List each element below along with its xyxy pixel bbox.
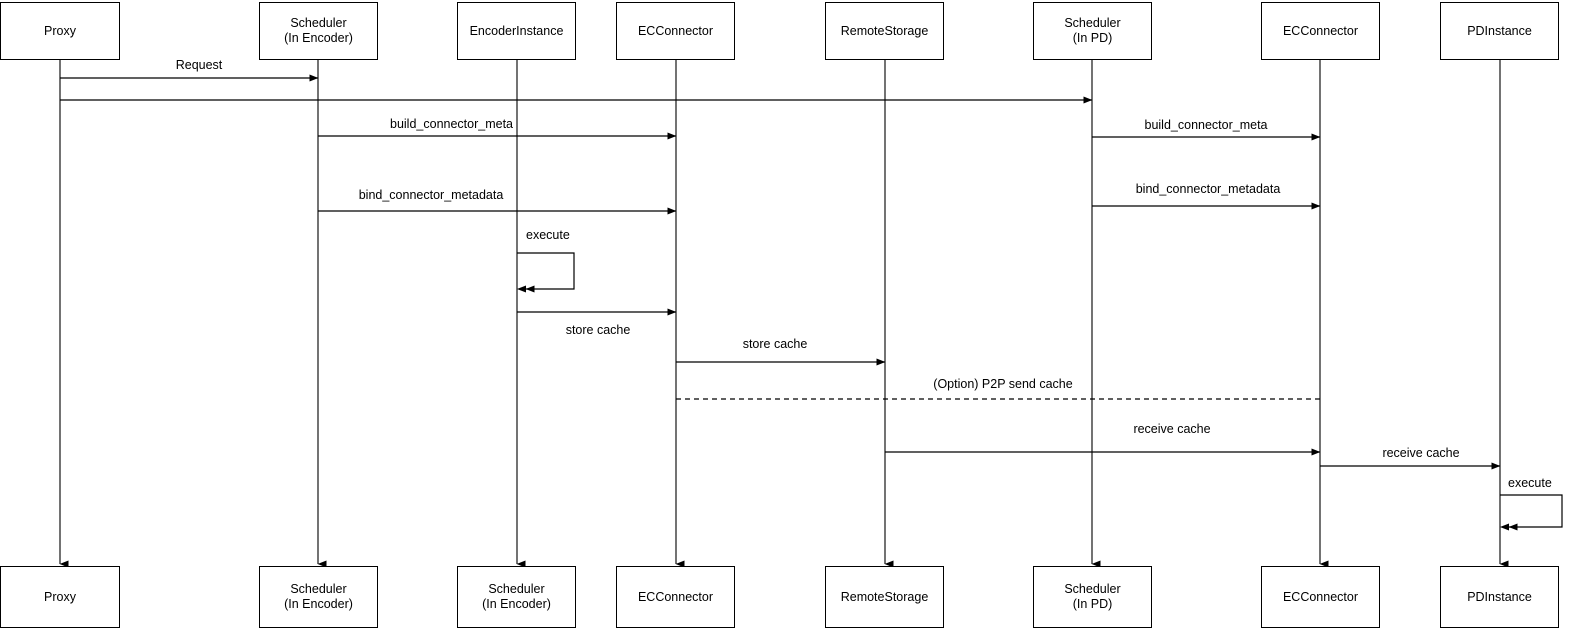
message-label-bind-connector-metadata-enc: bind_connector_metadata bbox=[358, 188, 504, 202]
participant-header-proxy[interactable]: Proxy bbox=[0, 2, 120, 60]
participant-footer-label: Scheduler (In Encoder) bbox=[482, 582, 551, 611]
participant-footer-label: ECConnector bbox=[1282, 589, 1359, 604]
self-message-execute-pdinstance bbox=[1500, 494, 1563, 531]
participant-footer-label: PDInstance bbox=[1467, 589, 1532, 604]
lifeline-group bbox=[59, 60, 1509, 568]
self-message-group bbox=[517, 252, 1563, 531]
participant-header-label: Proxy bbox=[44, 23, 76, 38]
participant-header-encoder_top[interactable]: EncoderInstance bbox=[457, 2, 576, 60]
participant-footer-remotestore[interactable]: RemoteStorage bbox=[825, 566, 944, 628]
participant-header-remotestore[interactable]: RemoteStorage bbox=[825, 2, 944, 60]
self-message-label-execute-encoder: execute bbox=[526, 228, 570, 242]
participant-header-label: PDInstance bbox=[1467, 23, 1532, 38]
message-label-build-connector-meta-enc: build_connector_meta bbox=[390, 117, 513, 131]
self-message-execute-encoder bbox=[517, 252, 575, 293]
message-arrow-group bbox=[60, 74, 1501, 470]
participant-footer-proxy[interactable]: Proxy bbox=[0, 566, 120, 628]
participant-footer-ecconn_enc[interactable]: ECConnector bbox=[616, 566, 735, 628]
participant-header-sched_pd[interactable]: Scheduler (In PD) bbox=[1033, 2, 1152, 60]
participant-header-ecconn_enc[interactable]: ECConnector bbox=[616, 2, 735, 60]
participant-header-label: Scheduler (In PD) bbox=[1064, 16, 1121, 45]
participant-footer-label: RemoteStorage bbox=[840, 589, 929, 604]
message-label-build-connector-meta-pd: build_connector_meta bbox=[1144, 118, 1268, 132]
message-label-store-cache-enc: store cache bbox=[565, 323, 631, 337]
participant-footer-pdinstance[interactable]: PDInstance bbox=[1440, 566, 1559, 628]
participant-header-label: RemoteStorage bbox=[840, 23, 929, 38]
participant-footer-ecconn_pd[interactable]: ECConnector bbox=[1261, 566, 1380, 628]
message-label-request: Request bbox=[175, 58, 223, 72]
participant-footer-label: ECConnector bbox=[637, 589, 714, 604]
message-label-store-cache-remote: store cache bbox=[742, 337, 808, 351]
self-message-arrowhead-execute-encoder bbox=[517, 285, 526, 293]
participant-header-label: ECConnector bbox=[637, 23, 714, 38]
participant-footer-sched_pd[interactable]: Scheduler (In PD) bbox=[1033, 566, 1152, 628]
message-label-receive-cache-ecconn: receive cache bbox=[1133, 422, 1211, 436]
participant-header-ecconn_pd[interactable]: ECConnector bbox=[1261, 2, 1380, 60]
self-message-label-execute-pdinstance: execute bbox=[1508, 476, 1552, 490]
participant-header-label: Scheduler (In Encoder) bbox=[284, 16, 353, 45]
participant-header-pdinstance[interactable]: PDInstance bbox=[1440, 2, 1559, 60]
message-label-receive-cache-pd: receive cache bbox=[1382, 446, 1460, 460]
self-message-arrowhead-execute-pdinstance bbox=[1500, 523, 1509, 531]
participant-footer-sched_enc[interactable]: Scheduler (In Encoder) bbox=[259, 566, 378, 628]
participant-footer-sched_enc2[interactable]: Scheduler (In Encoder) bbox=[457, 566, 576, 628]
participant-footer-label: Scheduler (In Encoder) bbox=[284, 582, 353, 611]
message-label-bind-connector-metadata-pd: bind_connector_metadata bbox=[1135, 182, 1281, 196]
participant-footer-label: Scheduler (In PD) bbox=[1064, 582, 1121, 611]
message-label-p2p-send-cache: (Option) P2P send cache bbox=[933, 377, 1073, 391]
participant-header-sched_enc[interactable]: Scheduler (In Encoder) bbox=[259, 2, 378, 60]
participant-header-label: EncoderInstance bbox=[469, 23, 564, 38]
participant-footer-label: Proxy bbox=[44, 589, 76, 604]
participant-header-label: ECConnector bbox=[1282, 23, 1359, 38]
